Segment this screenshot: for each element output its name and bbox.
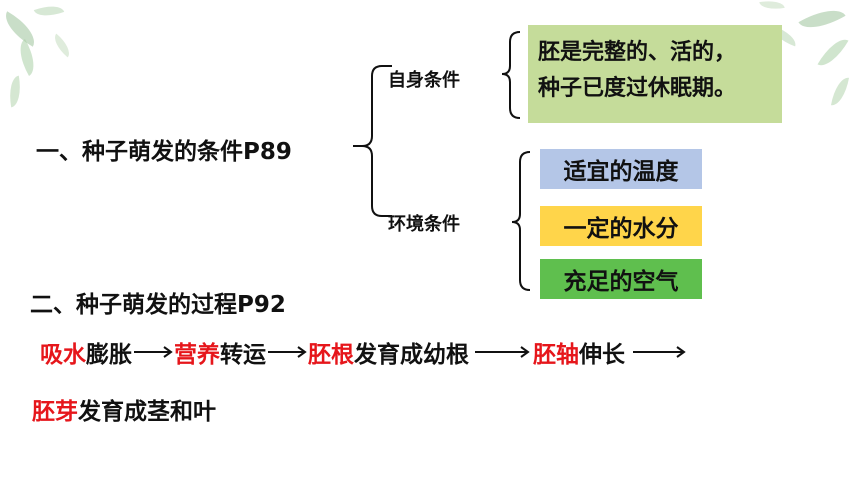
step1-rest: 膨胀	[86, 342, 132, 368]
step1-key: 吸水	[40, 342, 86, 368]
env-item-air: 充足的空气	[540, 259, 702, 299]
env-item-temperature: 适宜的温度	[540, 149, 702, 189]
step5-rest: 发育成茎和叶	[78, 399, 216, 425]
self-condition-line1: 胚是完整的、活的，	[538, 40, 737, 65]
self-condition-label: 自身条件	[388, 70, 460, 91]
arrow-right-icon	[268, 346, 307, 358]
self-condition-box: 胚是完整的、活的， 种子已度过休眠期。	[528, 25, 782, 123]
step2-key: 营养	[174, 342, 220, 368]
self-condition-line2: 种子已度过休眠期。	[538, 76, 737, 101]
env-item-water: 一定的水分	[540, 206, 702, 246]
step4-rest: 伸长	[579, 342, 625, 368]
step3-rest: 发育成幼根	[354, 342, 469, 368]
step2-rest: 转运	[220, 342, 266, 368]
process-flow-row1: 吸水膨胀 营养转运 胚根发育成幼根 胚轴伸长	[40, 335, 687, 369]
step3-key: 胚根	[308, 342, 354, 368]
section2-title: 二、种子萌发的过程P92	[30, 292, 286, 318]
arrow-right-icon	[475, 346, 530, 358]
step4-key: 胚轴	[533, 342, 579, 368]
process-flow-row2: 胚芽发育成茎和叶	[32, 392, 216, 426]
step5-key: 胚芽	[32, 399, 78, 425]
arrow-right-icon	[633, 346, 686, 358]
arrow-right-icon	[134, 346, 173, 358]
section1-title: 一、种子萌发的条件P89	[36, 139, 292, 165]
env-condition-label: 环境条件	[388, 214, 460, 235]
